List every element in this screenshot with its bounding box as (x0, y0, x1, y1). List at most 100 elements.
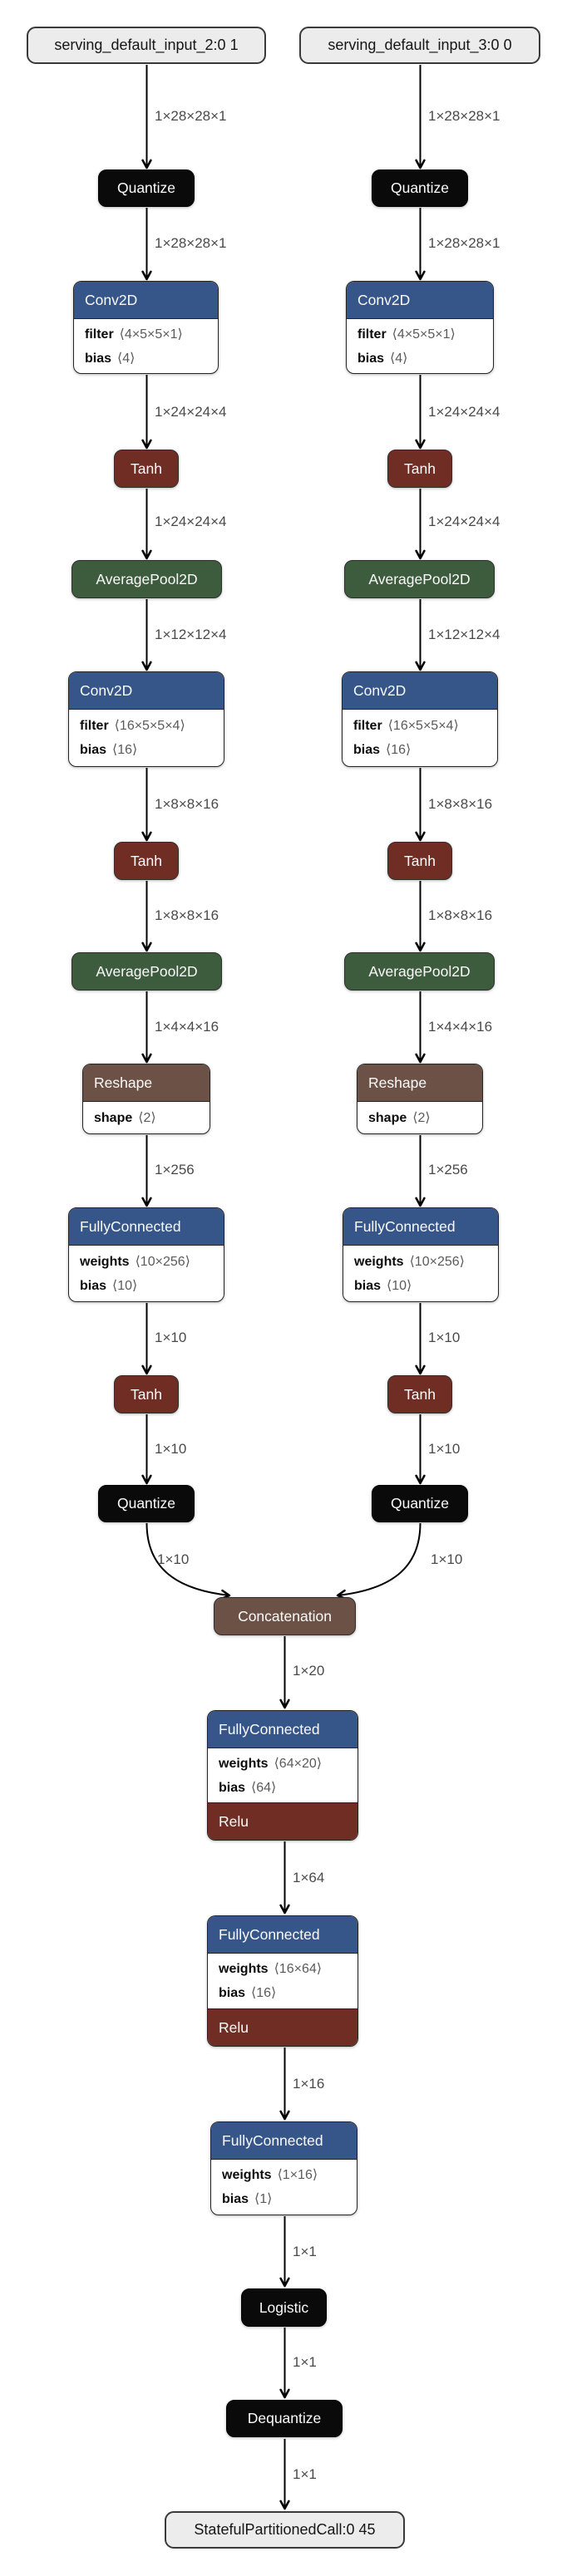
node-params: weights⟨10×256⟩ bias⟨10⟩ (69, 1246, 224, 1301)
node-logistic[interactable]: Logistic (241, 2288, 327, 2327)
tensor-dim-label: 1×1 (293, 2244, 317, 2259)
tensor-dim-label: 1×256 (428, 1162, 468, 1177)
node-header: FullyConnected (343, 1208, 498, 1246)
param-name: filter (357, 327, 387, 342)
param-value: ⟨16⟩ (251, 1986, 277, 2000)
tensor-dim-label: 1×12×12×4 (428, 627, 500, 642)
tensor-dim-label: 1×4×4×16 (428, 1019, 493, 1035)
param-value: ⟨1⟩ (254, 2192, 273, 2206)
output-label: StatefulPartitionedCall:0 45 (194, 2521, 376, 2538)
node-params: filter⟨4×5×5×1⟩ bias⟨4⟩ (74, 319, 218, 373)
node-conv2d-left-2[interactable]: Conv2D filter⟨16×5×5×4⟩ bias⟨16⟩ (68, 671, 224, 767)
param-name: shape (94, 1110, 133, 1125)
node-conv2d-right-2[interactable]: Conv2D filter⟨16×5×5×4⟩ bias⟨16⟩ (342, 671, 498, 767)
input-node-left[interactable]: serving_default_input_2:0 1 (27, 27, 266, 64)
param-name: bias (219, 1780, 246, 1795)
node-fullyconnected-merged-3[interactable]: FullyConnected weights⟨1×16⟩ bias⟨1⟩ (210, 2121, 357, 2215)
param-name: weights (354, 1254, 404, 1269)
node-params: weights⟨1×16⟩ bias⟨1⟩ (211, 2160, 357, 2215)
node-header: Conv2D (343, 672, 497, 710)
param-name: bias (85, 351, 112, 366)
param-value: ⟨16⟩ (386, 743, 412, 757)
tensor-dim-label: 1×12×12×4 (155, 627, 227, 642)
node-params: weights⟨16×64⟩ bias⟨16⟩ (208, 1954, 357, 2008)
input-node-right[interactable]: serving_default_input_3:0 0 (299, 27, 540, 64)
op-title: Logistic (259, 2298, 309, 2316)
param-name: filter (80, 719, 109, 733)
tensor-dim-label: 1×24×24×4 (155, 514, 227, 529)
op-title: Tanh (404, 1385, 436, 1403)
node-activation-footer: Relu (208, 2008, 357, 2046)
node-fullyconnected-left[interactable]: FullyConnected weights⟨10×256⟩ bias⟨10⟩ (68, 1207, 224, 1302)
tensor-dim-label: 1×24×24×4 (428, 404, 500, 420)
node-conv2d-right-1[interactable]: Conv2D filter⟨4×5×5×1⟩ bias⟨4⟩ (346, 281, 494, 374)
tensor-dim-label: 1×10 (157, 1551, 190, 1567)
output-node[interactable]: StatefulPartitionedCall:0 45 (165, 2511, 405, 2549)
node-fullyconnected-right[interactable]: FullyConnected weights ⟨10×256⟩ bias ⟨10⟩ (343, 1207, 499, 1302)
node-avgpool-right-1[interactable]: AveragePool2D (344, 560, 495, 598)
op-title: AveragePool2D (96, 570, 198, 587)
node-header: FullyConnected (208, 1916, 357, 1954)
tensor-dim-label: 1×10 (428, 1441, 461, 1457)
param-value: ⟨10×256⟩ (409, 1254, 465, 1269)
param-name: bias (222, 2192, 249, 2206)
tensor-dim-label: 1×20 (293, 1663, 325, 1679)
param-name: bias (354, 1278, 382, 1293)
param-value: ⟨4×5×5×1⟩ (392, 327, 456, 342)
param-value: ⟨64⟩ (251, 1780, 277, 1795)
node-dequantize[interactable]: Dequantize (226, 2400, 343, 2437)
node-concatenation[interactable]: Concatenation (214, 1597, 356, 1635)
node-tanh-left-2[interactable]: Tanh (114, 842, 179, 880)
node-quantize-right-1[interactable]: Quantize (372, 170, 468, 207)
tensor-dim-label: 1×24×24×4 (155, 404, 227, 420)
tensor-dim-label: 1×256 (155, 1162, 195, 1177)
node-avgpool-left-2[interactable]: AveragePool2D (71, 952, 222, 991)
node-quantize-right-2[interactable]: Quantize (372, 1485, 468, 1522)
param-name: bias (219, 1986, 246, 2000)
op-title: AveragePool2D (96, 962, 198, 980)
tensor-dim-label: 1×8×8×16 (428, 796, 493, 812)
param-value: ⟨4×5×5×1⟩ (119, 327, 183, 342)
node-quantize-left-1[interactable]: Quantize (98, 170, 195, 207)
tensor-dim-label: 1×10 (155, 1330, 187, 1345)
node-fullyconnected-merged-1[interactable]: FullyConnected weights⟨64×20⟩ bias⟨64⟩ R… (207, 1710, 358, 1841)
op-title: Quantize (116, 179, 176, 196)
op-title: AveragePool2D (368, 962, 471, 980)
node-avgpool-right-2[interactable]: AveragePool2D (344, 952, 495, 991)
node-tanh-left-1[interactable]: Tanh (114, 450, 179, 488)
op-title: Quantize (390, 179, 450, 196)
param-value: ⟨10⟩ (387, 1278, 412, 1293)
node-tanh-right-1[interactable]: Tanh (387, 450, 452, 488)
node-header: FullyConnected (69, 1208, 224, 1246)
node-tanh-right-3[interactable]: Tanh (387, 1375, 452, 1413)
input-label: serving_default_input_3:0 0 (328, 37, 512, 53)
param-value: ⟨4⟩ (117, 351, 136, 366)
param-value: ⟨64×20⟩ (274, 1756, 322, 1771)
param-value: ⟨16⟩ (112, 743, 138, 757)
tensor-dim-label: 1×28×28×1 (155, 235, 227, 251)
node-header: Reshape (357, 1064, 482, 1102)
op-title: Tanh (131, 1385, 162, 1403)
op-title: Tanh (404, 852, 436, 869)
node-avgpool-left-1[interactable]: AveragePool2D (71, 560, 222, 598)
param-value: ⟨2⟩ (412, 1110, 431, 1125)
node-header: Conv2D (347, 282, 493, 319)
node-conv2d-left-1[interactable]: Conv2D filter⟨4×5×5×1⟩ bias⟨4⟩ (73, 281, 219, 374)
tensor-dim-label: 1×24×24×4 (428, 514, 500, 529)
node-tanh-right-2[interactable]: Tanh (387, 842, 452, 880)
node-fullyconnected-merged-2[interactable]: FullyConnected weights⟨16×64⟩ bias⟨16⟩ R… (207, 1915, 358, 2047)
tensor-dim-label: 1×28×28×1 (428, 108, 500, 124)
edge-merge-left (145, 1522, 231, 1600)
node-params: weights ⟨10×256⟩ bias ⟨10⟩ (343, 1246, 498, 1301)
param-value: ⟨10×256⟩ (135, 1254, 190, 1269)
param-name: weights (80, 1254, 130, 1269)
param-name: bias (80, 743, 107, 757)
param-name: bias (357, 351, 385, 366)
node-quantize-left-2[interactable]: Quantize (98, 1485, 195, 1522)
op-title: Tanh (404, 460, 436, 477)
node-header: FullyConnected (208, 1711, 357, 1748)
node-reshape-right[interactable]: Reshape shape⟨2⟩ (357, 1064, 483, 1134)
node-tanh-left-3[interactable]: Tanh (114, 1375, 179, 1413)
node-reshape-left[interactable]: Reshape shape⟨2⟩ (82, 1064, 210, 1134)
